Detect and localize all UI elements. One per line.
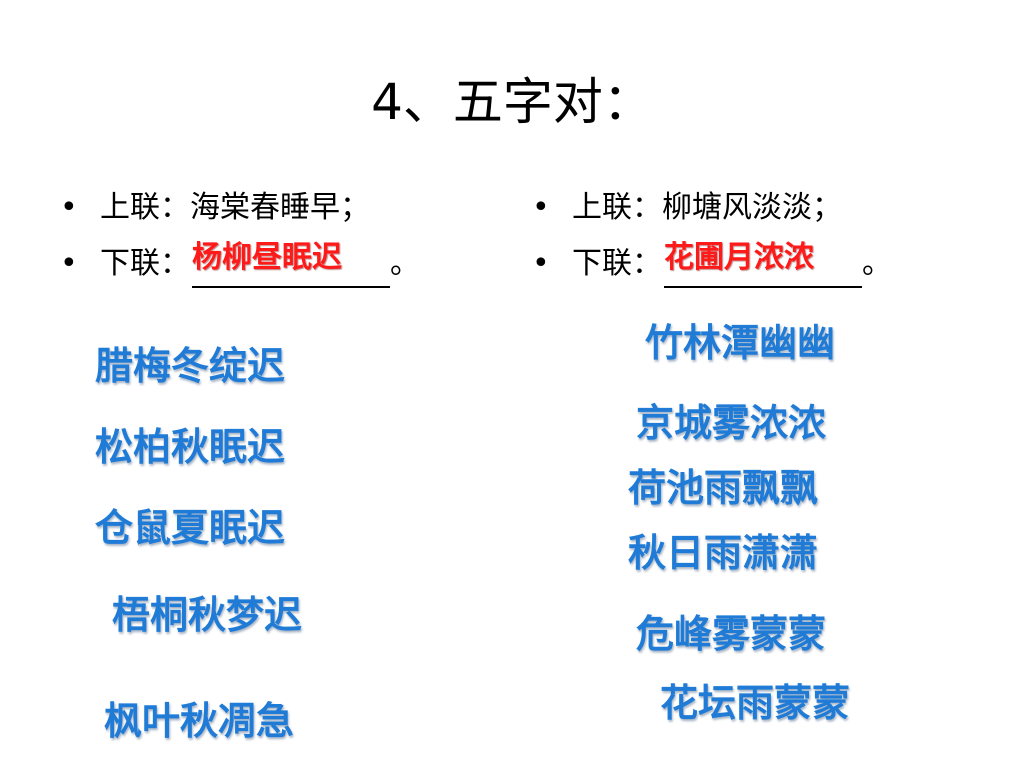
right-upper-line: • 上联：柳塘风淡淡； (532, 186, 892, 242)
lower-label: 下联： (100, 246, 190, 281)
left-couplet: • 上联：海棠春睡早； • 下联：杨柳昼眠迟 。 (60, 186, 420, 298)
upper-text: 柳塘风淡淡； (662, 190, 842, 225)
left-option: 松柏秋眠迟 (95, 425, 286, 469)
period: 。 (390, 246, 420, 281)
answer-text: 花圃月浓浓 (664, 240, 814, 275)
answer-blank: 花圃月浓浓 (664, 240, 862, 288)
left-option: 枫叶秋凋急 (104, 699, 295, 743)
right-option: 秋日雨潇潇 (628, 531, 819, 575)
bullet-icon: • (60, 190, 78, 225)
answer-text: 杨柳昼眠迟 (192, 240, 342, 275)
right-option: 京城雾浓浓 (636, 401, 827, 445)
right-couplet: • 上联：柳塘风淡淡； • 下联：花圃月浓浓 。 (532, 186, 892, 298)
right-option: 荷池雨飘飘 (628, 466, 819, 510)
right-option: 危峰雾蒙蒙 (636, 612, 827, 656)
bullet-icon: • (60, 246, 78, 281)
bullet-icon: • (532, 190, 550, 225)
upper-text: 海棠春睡早； (190, 190, 370, 225)
period: 。 (862, 246, 892, 281)
upper-label: 上联： (572, 190, 662, 225)
left-option: 仓鼠夏眠迟 (95, 506, 286, 550)
answer-blank: 杨柳昼眠迟 (192, 240, 390, 288)
slide-title: 4、五字对： (371, 73, 653, 131)
left-option: 腊梅冬绽迟 (95, 344, 286, 388)
left-upper-line: • 上联：海棠春睡早； (60, 186, 420, 242)
bullet-icon: • (532, 246, 550, 281)
upper-label: 上联： (100, 190, 190, 225)
lower-label: 下联： (572, 246, 662, 281)
right-option: 花坛雨蒙蒙 (660, 681, 851, 725)
right-option: 竹林潭幽幽 (645, 321, 836, 365)
left-lower-line: • 下联：杨柳昼眠迟 。 (60, 240, 420, 298)
right-lower-line: • 下联：花圃月浓浓 。 (532, 240, 892, 298)
left-option: 梧桐秋梦迟 (112, 593, 303, 637)
